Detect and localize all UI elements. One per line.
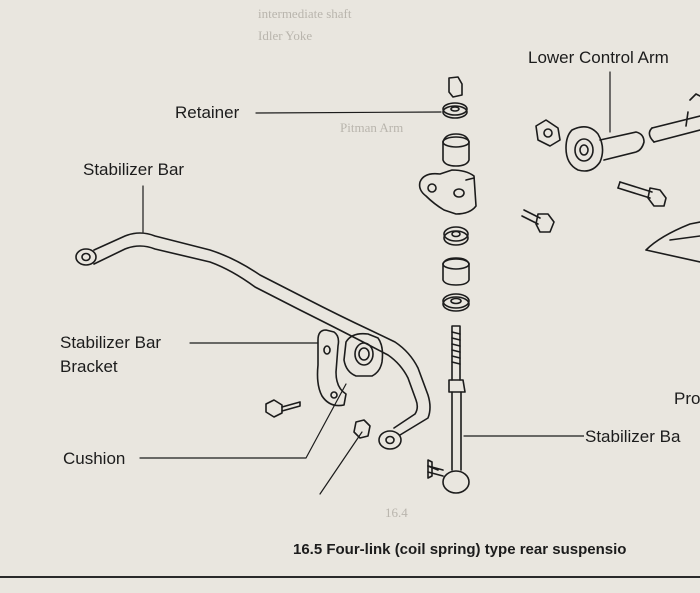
label-cushion: Cushion: [62, 449, 127, 469]
mounting-bolt: [521, 209, 555, 233]
link-stack: [418, 76, 477, 494]
label-stabilizer-bar-bracket-2: Bracket: [59, 357, 119, 377]
stabilizer-bar: [75, 232, 431, 450]
bleed-text-intermediate-shaft: intermediate shaft: [258, 6, 352, 21]
axle-bracket: [645, 221, 700, 263]
small-nut: [353, 419, 371, 439]
bleed-text-idler-yoke: Idler Yoke: [258, 28, 313, 43]
cushion: [343, 332, 384, 377]
label-retainer: Retainer: [174, 103, 241, 123]
label-lower-control-arm: Lower Control Arm: [527, 48, 670, 68]
link-ball-stud: [427, 465, 439, 471]
bracket-bolt: [265, 399, 301, 418]
label-stabilizer-bar-bracket-1: Stabilizer Bar: [59, 333, 163, 353]
figure-caption: 16.5 Four-link (coil spring) type rear s…: [293, 541, 627, 558]
label-pro: Pro: [673, 389, 700, 409]
control-arm-bolt: [617, 181, 667, 207]
label-stabilizer-bar-link: Stabilizer Ba: [584, 427, 682, 447]
lower-control-arm: [565, 93, 700, 172]
stabilizer-bar-bracket: [316, 329, 347, 407]
bleed-text-pitman-arm: Pitman Arm: [340, 120, 404, 135]
bottom-rule: [0, 576, 700, 578]
leader-lines: [139, 71, 611, 495]
label-stabilizer-bar: Stabilizer Bar: [82, 160, 186, 180]
bleed-text-section-number: 16.4: [385, 505, 408, 520]
control-arm-nut: [535, 119, 561, 147]
